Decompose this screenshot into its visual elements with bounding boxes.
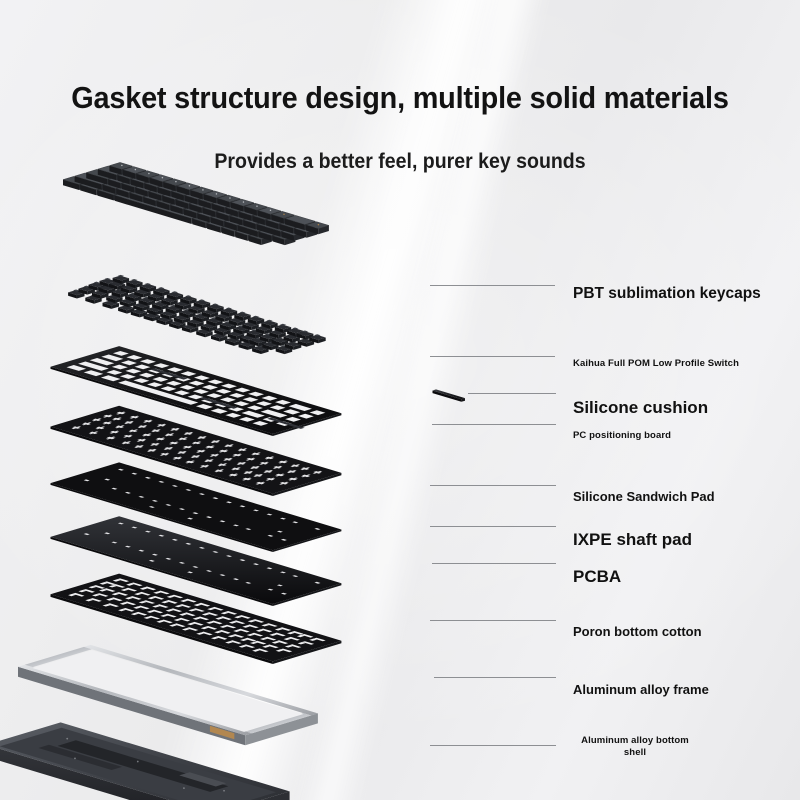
label-pc-positioning-board: PC positioning board: [573, 430, 672, 441]
label-ixpe-shaft-pad: IXPE shaft pad: [573, 530, 693, 549]
label-kaihua-switch: Kaihua Full POM Low Profile Switch: [573, 358, 739, 369]
leader-line-silicone-cushion: [468, 393, 556, 394]
label-pcba: PCBA: [573, 567, 622, 586]
label-aluminum-alloy-frame: Aluminum alloy frame: [573, 682, 709, 697]
leader-line-pcba: [432, 563, 556, 564]
leader-line-pbt-sublimation-keycaps: [430, 285, 555, 286]
label-silicone-cushion: Silicone cushion: [573, 398, 709, 417]
leader-line-kaihua-switch: [430, 356, 555, 357]
label-aluminum-alloy-bottom-shell: Aluminum alloy bottom shell: [581, 735, 689, 758]
leader-line-silicone-sandwich-pad: [430, 485, 556, 486]
label-pbt-sublimation-keycaps: PBT sublimation keycaps: [573, 285, 761, 302]
label-poron-bottom-cotton: Poron bottom cotton: [573, 624, 702, 639]
page-title: Gasket structure design, multiple solid …: [71, 80, 729, 115]
leader-line-aluminum-alloy-bottom-shell: [430, 745, 556, 746]
leader-line-poron-bottom-cotton: [430, 620, 556, 621]
label-silicone-sandwich-pad: Silicone Sandwich Pad: [573, 489, 715, 504]
leader-line-ixpe-shaft-pad: [430, 526, 556, 527]
leader-line-aluminum-alloy-frame: [434, 677, 556, 678]
leader-line-pc-positioning-board: [432, 424, 556, 425]
page-subtitle: Provides a better feel, purer key sounds: [214, 150, 586, 173]
